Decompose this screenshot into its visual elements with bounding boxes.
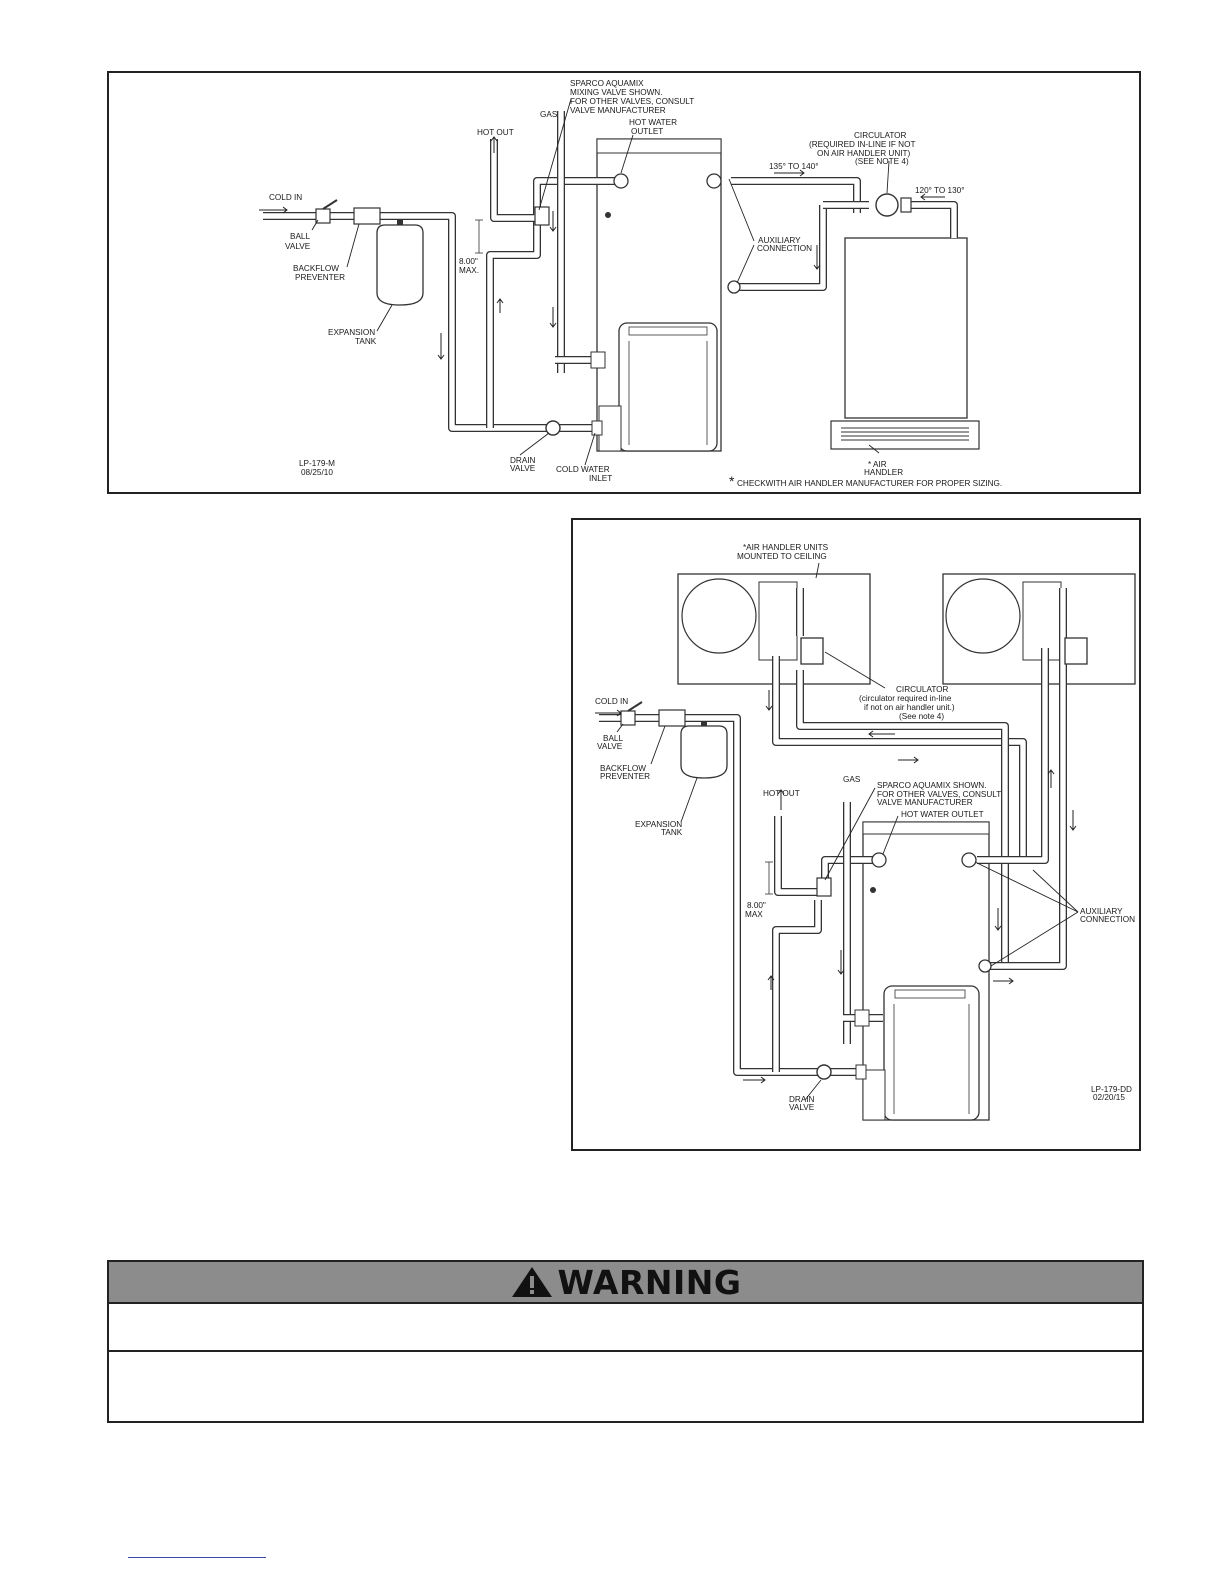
label-aux-2: CONNECTION bbox=[1080, 915, 1135, 924]
backflow-preventer bbox=[353, 207, 381, 225]
label-air-handler-1: * AIR bbox=[868, 460, 887, 469]
drain-valve bbox=[545, 420, 561, 436]
circulator-left bbox=[800, 637, 824, 665]
label-max-1: 8.00" bbox=[459, 257, 478, 266]
label-drawing-no-b-2: 02/20/15 bbox=[1093, 1093, 1125, 1102]
label-drain-1: DRAIN bbox=[510, 456, 536, 465]
label-circulator-3: if not on air handler unit.) bbox=[864, 703, 955, 712]
diagram-a-svg: COLD IN BALL VALVE BACKFLOW PREVENTER EX… bbox=[259, 79, 1002, 489]
ball-valve bbox=[315, 208, 331, 224]
expansion-tank bbox=[680, 725, 728, 779]
fittings bbox=[315, 173, 912, 436]
label-sparco-2: MIXING VALVE SHOWN. bbox=[570, 88, 663, 97]
leader-lines bbox=[616, 562, 1079, 1101]
label-sparco-3: FOR OTHER VALVES, CONSULT bbox=[570, 97, 694, 106]
label-expansion-2: TANK bbox=[355, 337, 377, 346]
label-ball-valve-1: BALL bbox=[603, 734, 623, 743]
piping bbox=[263, 111, 958, 432]
ball-valve bbox=[620, 710, 636, 726]
label-expansion-2: TANK bbox=[661, 828, 683, 837]
label-cold-inlet-2: INLET bbox=[589, 474, 612, 483]
label-hot-out: HOT OUT bbox=[477, 128, 514, 137]
label-aux-1: AUXILIARY bbox=[1080, 907, 1123, 916]
label-drain-2: VALVE bbox=[510, 464, 536, 473]
flow-arrows bbox=[595, 690, 1077, 1084]
label-ball-valve-1: BALL bbox=[290, 232, 310, 241]
label-circulator-2: (REQUIRED IN-LINE IF NOT bbox=[809, 140, 915, 149]
label-sparco-3: VALVE MANUFACTURER bbox=[877, 798, 973, 807]
label-note-star: * bbox=[729, 473, 735, 489]
diagram-a-panel: COLD IN BALL VALVE BACKFLOW PREVENTER EX… bbox=[107, 71, 1141, 494]
label-drawing-no-a-2: 08/25/10 bbox=[301, 468, 333, 477]
warning-row-1 bbox=[109, 1304, 1142, 1352]
label-drawing-no-a-1: LP-179-M bbox=[299, 459, 335, 468]
warning-header: WARNING bbox=[109, 1262, 1142, 1304]
label-circulator-2: (circulator required in-line bbox=[859, 694, 952, 703]
warning-triangle-icon bbox=[511, 1267, 552, 1297]
label-aux-1: AUXILIARY bbox=[758, 236, 801, 245]
circulator-pump bbox=[875, 193, 899, 217]
label-hot-outlet-1: HOT WATER bbox=[629, 118, 677, 127]
label-hot-out: HOT OUT bbox=[763, 789, 800, 798]
label-circulator-1: CIRCULATOR bbox=[896, 685, 949, 694]
flow-arrows bbox=[259, 136, 945, 360]
label-temp-return: 120° TO 130° bbox=[915, 186, 965, 195]
label-note: CHECKWITH AIR HANDLER MANUFACTURER FOR P… bbox=[737, 479, 1002, 488]
label-drain-1: DRAIN bbox=[789, 1095, 815, 1104]
label-circulator-4: (See note 4) bbox=[899, 712, 944, 721]
label-circulator-1: CIRCULATOR bbox=[854, 131, 907, 140]
label-air-handler-2: HANDLER bbox=[864, 468, 903, 477]
label-ball-valve-2: VALVE bbox=[285, 242, 311, 251]
label-drawing-no-b-1: LP-179-DD bbox=[1091, 1085, 1132, 1094]
label-air-units-1: *AIR HANDLER UNITS bbox=[743, 543, 829, 552]
label-expansion-1: EXPANSION bbox=[635, 820, 682, 829]
drain-valve bbox=[816, 1064, 832, 1080]
label-backflow-1: BACKFLOW bbox=[600, 764, 646, 773]
label-sparco-4: VALVE MANUFACTURER bbox=[570, 106, 666, 115]
label-max-1: 8.00" bbox=[747, 901, 766, 910]
label-backflow-2: PREVENTER bbox=[295, 273, 345, 282]
label-hot-outlet: HOT WATER OUTLET bbox=[901, 810, 984, 819]
warning-title: WARNING bbox=[557, 1262, 742, 1302]
label-gas: GAS bbox=[843, 775, 861, 784]
label-cold-in: COLD IN bbox=[595, 697, 628, 706]
label-cold-in: COLD IN bbox=[269, 193, 302, 202]
mixing-valve bbox=[816, 877, 832, 897]
label-gas: GAS bbox=[540, 110, 558, 119]
fittings bbox=[620, 637, 1088, 1080]
expansion-tank bbox=[376, 224, 424, 306]
label-circulator-4: (SEE NOTE 4) bbox=[855, 157, 909, 166]
label-cold-inlet-1: COLD WATER bbox=[556, 465, 610, 474]
air-handler-grille bbox=[830, 420, 980, 450]
label-expansion-1: EXPANSION bbox=[328, 328, 375, 337]
label-drain-2: VALVE bbox=[789, 1103, 815, 1112]
label-hot-outlet-2: OUTLET bbox=[631, 127, 663, 136]
label-max-2: MAX bbox=[745, 910, 763, 919]
label-ball-valve-2: VALVE bbox=[597, 742, 623, 751]
mixing-valve bbox=[534, 206, 550, 226]
backflow-preventer bbox=[658, 709, 686, 727]
label-aux-2: CONNECTION bbox=[757, 244, 812, 253]
label-temp-supply: 135° TO 140° bbox=[769, 162, 819, 171]
air-handler-unit bbox=[844, 237, 968, 419]
label-circulator-3: ON AIR HANDLER UNIT) bbox=[817, 149, 911, 158]
label-backflow-1: BACKFLOW bbox=[293, 264, 339, 273]
boiler bbox=[883, 985, 980, 1121]
boiler bbox=[618, 322, 718, 452]
label-max-2: MAX. bbox=[459, 266, 479, 275]
label-sparco-1: SPARCO AQUAMIX bbox=[570, 79, 644, 88]
leader-lines bbox=[311, 98, 890, 466]
diagram-b-panel: *AIR HANDLER UNITS MOUNTED TO CEILING CI… bbox=[571, 518, 1141, 1151]
warning-box: WARNING bbox=[107, 1260, 1144, 1423]
label-sparco-2: FOR OTHER VALVES, CONSULT bbox=[877, 790, 1001, 799]
circulator-right bbox=[1064, 637, 1088, 665]
label-sparco-1: SPARCO AQUAMIX SHOWN. bbox=[877, 781, 986, 790]
label-air-units-2: MOUNTED TO CEILING bbox=[737, 552, 827, 561]
diagram-b-svg: *AIR HANDLER UNITS MOUNTED TO CEILING CI… bbox=[595, 543, 1136, 1121]
footer-rule bbox=[128, 1557, 266, 1558]
label-backflow-2: PREVENTER bbox=[600, 772, 650, 781]
